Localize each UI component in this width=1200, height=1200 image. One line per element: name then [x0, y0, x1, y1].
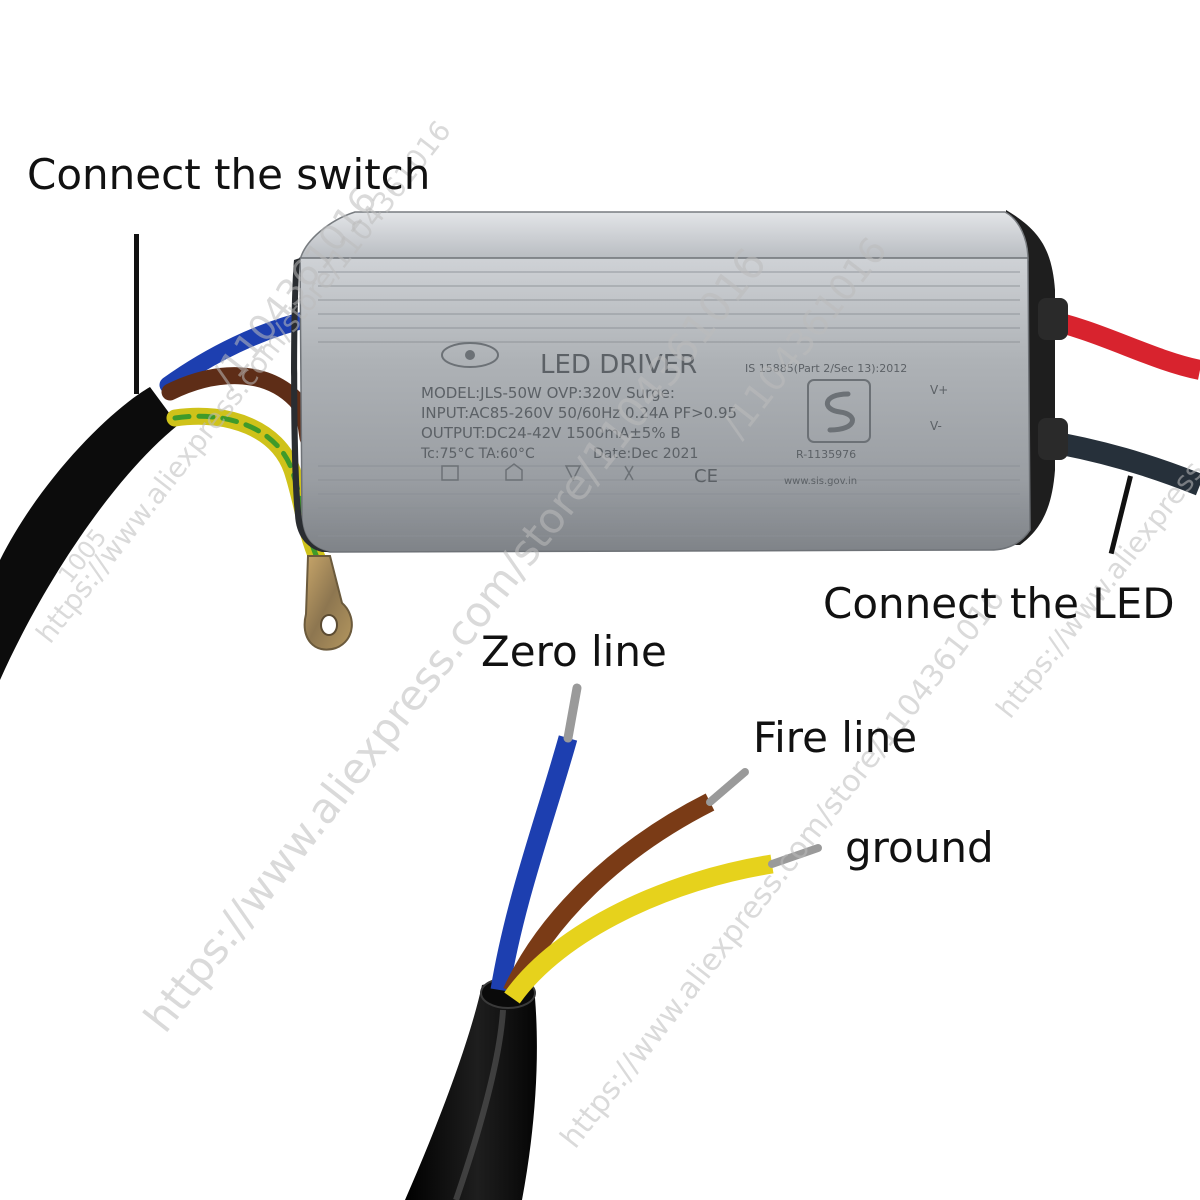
driver-temp-line: Tc:75°C TA:60°C — [420, 446, 535, 462]
ground-lug — [303, 555, 353, 651]
ground-label: ground — [845, 823, 994, 872]
cable-highlight — [453, 1009, 506, 1200]
connect-switch-label: Connect the switch — [27, 150, 431, 199]
bis-mark-symbol — [825, 391, 855, 433]
driver-title: LED DRIVER — [540, 350, 697, 380]
ce-mark: CE — [694, 466, 718, 487]
logo-mark — [441, 342, 499, 368]
driver-output-line: OUTPUT:DC24-42V 1500mA±5% B — [421, 424, 681, 442]
bis-mark-box — [807, 379, 871, 443]
fire-line-conductor — [706, 768, 749, 806]
lower-cable-sheath — [405, 983, 537, 1200]
ground-line-wire — [504, 854, 774, 1004]
class-two-icon — [441, 465, 459, 481]
fire-line-wire — [503, 793, 715, 996]
warning-triangle-icon — [564, 465, 582, 482]
driver-model-line: MODEL:JLS-50W OVP:320V Surge: — [421, 384, 675, 402]
output-negative-mark: V- — [930, 419, 942, 433]
housing-top — [299, 211, 1029, 261]
home-icon — [505, 463, 523, 481]
zero-line-label: Zero line — [481, 627, 667, 676]
ground-line-conductor — [768, 844, 822, 868]
housing-ridges — [318, 271, 1020, 537]
output-positive-mark: V+ — [930, 383, 948, 397]
driver-logo — [441, 342, 499, 368]
output-strain-relief-2 — [1038, 418, 1068, 460]
ground-lug-hole — [320, 614, 338, 636]
bis-website: www.sis.gov.in — [784, 476, 857, 487]
driver-symbols — [441, 463, 634, 482]
switch-pointer-line — [134, 234, 139, 394]
driver-date-line: Date:Dec 2021 — [593, 446, 698, 462]
driver-is-line: IS 15885(Part 2/Sec 13):2012 — [745, 362, 907, 375]
weee-bin-icon — [624, 465, 634, 481]
zero-line-wire — [490, 735, 578, 992]
connect-led-label: Connect the LED — [823, 579, 1175, 628]
zero-line-conductor — [563, 683, 582, 743]
housing-left-cap — [291, 258, 330, 552]
led-driver-housing: LED DRIVER MODEL:JLS-50W OVP:320V Surge:… — [291, 210, 1068, 553]
bis-cert-number: R-1135976 — [796, 448, 856, 461]
logo-dot — [465, 350, 475, 360]
output-strain-relief — [1038, 298, 1068, 340]
driver-input-line: INPUT:AC85-260V 50/60Hz 0.24A PF>0.95 — [421, 404, 737, 422]
fire-line-label: Fire line — [753, 713, 918, 762]
input-cable-sheath — [0, 387, 178, 680]
